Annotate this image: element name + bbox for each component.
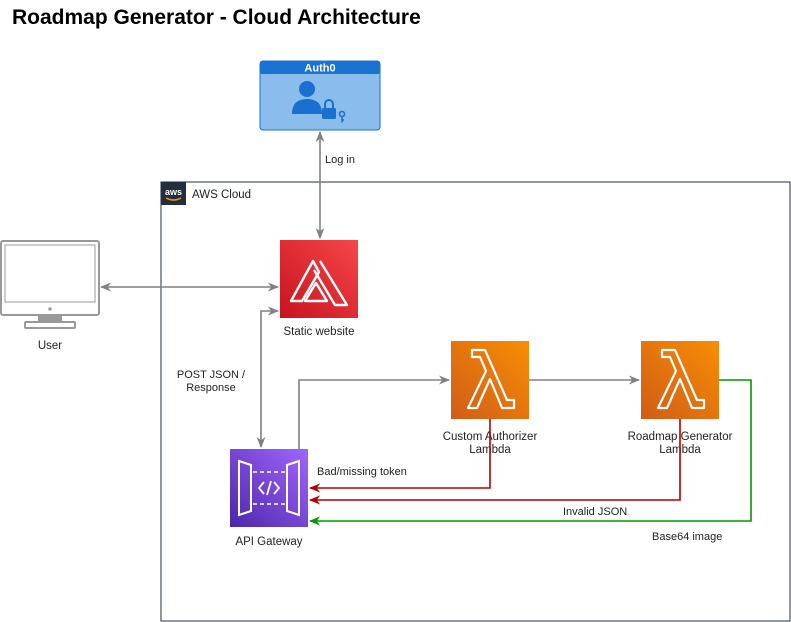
user-label: User <box>38 340 62 352</box>
edge-bad-token <box>308 419 491 493</box>
monitor-icon <box>0 240 100 329</box>
edge-invalid-json <box>308 419 681 505</box>
static-website-node[interactable]: Static website <box>280 240 358 338</box>
edge-label-bad-token: Bad/missing token <box>317 466 407 478</box>
auth0-node[interactable]: Auth0 <box>259 60 381 131</box>
svg-text:aws: aws <box>165 187 182 197</box>
user-lock-icon <box>292 81 346 123</box>
edge-label-post-json-1: POST JSON / <box>177 369 246 381</box>
edge-label-base64: Base64 image <box>652 531 722 543</box>
api-gateway-node[interactable]: API Gateway <box>230 449 308 548</box>
aws-cloud-label: AWS Cloud <box>192 189 251 201</box>
connectors-green <box>308 379 752 526</box>
edge-label-invalid-json: Invalid JSON <box>563 506 627 518</box>
edge-base64 <box>308 379 752 526</box>
lambda-icon <box>466 348 516 410</box>
page-title: Roadmap Generator - Cloud Architecture <box>12 6 421 29</box>
static-website-label: Static website <box>284 326 355 338</box>
edge-post-json <box>256 306 280 449</box>
edge-label-login: Log in <box>325 154 355 166</box>
amplify-icon <box>289 259 349 307</box>
api-gateway-icon <box>238 459 300 517</box>
aws-logo-icon: aws <box>161 182 186 205</box>
user-node[interactable]: User <box>0 240 100 352</box>
connectors-red <box>308 419 681 505</box>
api-gateway-label: API Gateway <box>235 536 302 548</box>
connectors-gray <box>99 130 641 449</box>
edge-label-post-json-2: Response <box>186 382 236 394</box>
aws-cloud-group: aws AWS Cloud <box>160 181 791 622</box>
lambda-icon <box>656 348 706 410</box>
auth0-label: Auth0 <box>304 63 335 75</box>
edge-gateway-authorizer <box>298 375 451 449</box>
